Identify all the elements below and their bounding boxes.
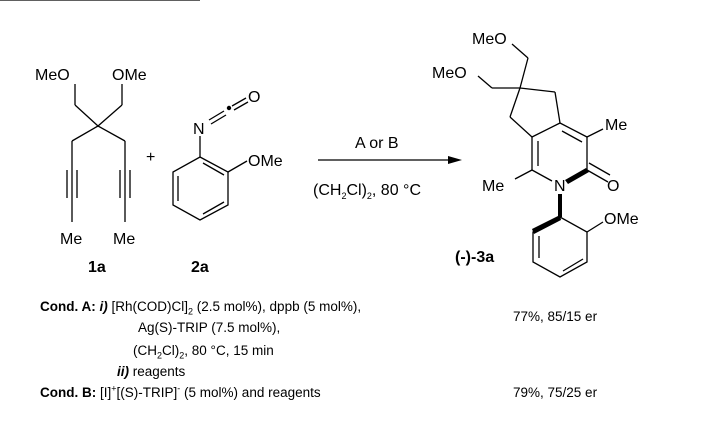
compound-label-1a: 1a [88, 259, 106, 276]
text-part: , 80 °C, 15 min [184, 343, 274, 358]
subscript: 2 [157, 350, 163, 361]
group-meo-left: MeO [35, 67, 70, 84]
product-3a-bonds [0, 0, 611, 278]
compound-label-3a: (-)-3a [455, 249, 494, 266]
group-ome: OMe [604, 211, 639, 228]
subscript: 2 [188, 306, 194, 317]
reactant-1a-bonds [66, 84, 131, 222]
subscript: 2 [179, 350, 185, 361]
group-me-c4: Me [605, 117, 627, 134]
text-part: [I] [100, 385, 112, 400]
group-ome-right: OMe [112, 67, 147, 84]
subscript: 2 [341, 191, 347, 202]
condition-a-line-3: (CH2Cl)2, 80 °C, 15 min [133, 343, 274, 361]
atom-o: O [248, 89, 260, 106]
group-me-left: Me [60, 231, 82, 248]
condition-a-label: Cond. A: [40, 299, 96, 314]
text-part: Cl) [162, 343, 180, 358]
text-part: (CH [133, 343, 157, 358]
step-1-label: i) [99, 299, 108, 314]
superscript: - [177, 383, 181, 394]
product-wedge-bonds [532, 168, 589, 234]
arrow-head-icon [448, 156, 462, 164]
text-part: [(S)-TRIP] [116, 385, 178, 400]
group-me-c1: Me [482, 178, 504, 195]
text-part: , 80 °C [371, 182, 421, 199]
group-meo-left: MeO [432, 65, 467, 82]
group-meo-top: MeO [472, 31, 507, 48]
arrow-reagent-label: A or B [355, 135, 399, 152]
condition-a-line-1: Cond. A: i) [Rh(COD)Cl]2 (2.5 mol%), dpp… [40, 299, 362, 317]
subscript: 2 [366, 191, 372, 202]
atom-n: N [193, 121, 205, 138]
condition-a-line-2: Ag(S)-TRIP (7.5 mol%), [138, 320, 281, 335]
group-ome: OMe [248, 153, 283, 170]
atom-n: N [554, 178, 566, 195]
condition-b-line: Cond. B: [I]+[(S)-TRIP]- (5 mol%) and re… [40, 383, 321, 401]
condition-b-result: 79%, 75/25 er [513, 385, 598, 400]
arrow-condition-label: (CH2Cl)2, 80 °C [313, 182, 421, 202]
condition-a-result: 77%, 85/15 er [513, 309, 598, 324]
text-part: (2.5 mol%), dppb (5 mol%), [193, 299, 362, 314]
radical-dot [226, 105, 232, 111]
text-part: reagents [129, 364, 186, 379]
plus-sign: + [146, 149, 155, 166]
atom-o: O [607, 178, 619, 195]
text-part: (CH [313, 182, 342, 199]
group-me-right: Me [113, 231, 135, 248]
text-part: Cl) [346, 182, 367, 199]
condition-b-label: Cond. B: [40, 385, 97, 400]
reactant-2a-bonds [172, 97, 249, 221]
condition-a-line-4: ii) reagents [117, 364, 185, 380]
text-part: (5 mol%) and reagents [180, 385, 321, 400]
superscript: + [111, 383, 117, 394]
step-2-label: ii) [117, 364, 129, 379]
text-part: [Rh(COD)Cl] [111, 299, 189, 314]
compound-label-2a: 2a [191, 259, 209, 276]
